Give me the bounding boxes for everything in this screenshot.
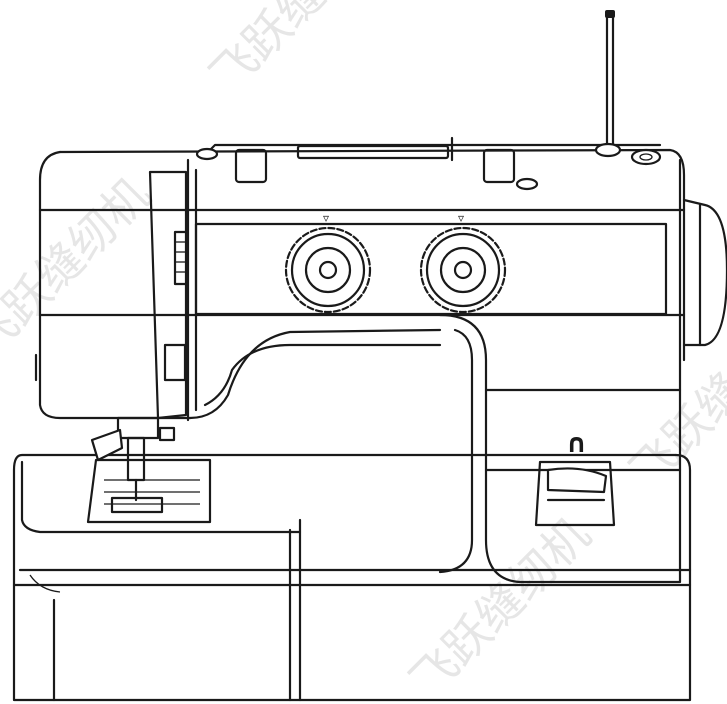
needle-assembly: [90, 416, 176, 514]
watermark-left: 飞跃缝纫机: [0, 167, 160, 368]
face-plate: [34, 170, 189, 420]
machine-base: [12, 453, 692, 702]
spool-pin: [195, 10, 662, 191]
machine-arm: [38, 136, 727, 422]
dial-right[interactable]: [419, 226, 507, 314]
watermark-bottom: 飞跃缝纫机: [400, 507, 601, 704]
dial-left[interactable]: [284, 226, 372, 314]
watermark-top: 飞跃缝纫机: [200, 0, 401, 103]
machine-pillar: [438, 158, 682, 584]
reverse-symbol: ∩: [566, 429, 587, 459]
reverse-lever[interactable]: [534, 460, 616, 527]
watermark-right: 飞跃缝纫机: [620, 297, 727, 498]
dial-right-marker: ▿: [458, 211, 464, 225]
needle-plate: [86, 458, 212, 524]
dial-left-marker: ▿: [323, 211, 329, 225]
